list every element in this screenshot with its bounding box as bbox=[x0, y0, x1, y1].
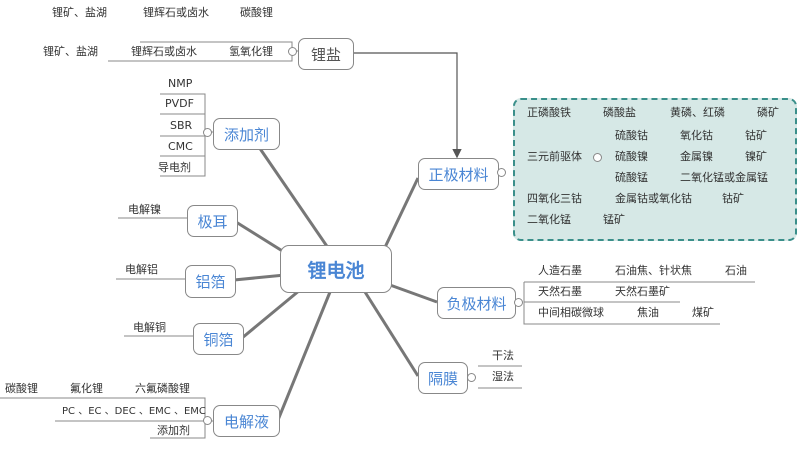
leaf: 人造石墨 bbox=[538, 264, 582, 277]
leaf: 电解铝 bbox=[125, 263, 158, 276]
node-electrolyte[interactable]: 电解液 bbox=[213, 405, 280, 437]
leaf: 导电剂 bbox=[158, 161, 191, 174]
leaf: 湿法 bbox=[492, 370, 514, 383]
leaf: 添加剂 bbox=[157, 424, 190, 437]
collapse-icon[interactable] bbox=[497, 168, 506, 177]
leaf: 二氧化锰或金属锰 bbox=[680, 171, 768, 184]
leaf: 碳酸锂 bbox=[240, 6, 273, 19]
node-tab[interactable]: 极耳 bbox=[187, 205, 238, 237]
leaf: 磷酸盐 bbox=[603, 106, 636, 119]
leaf: 电解镍 bbox=[128, 203, 161, 216]
leaf: SBR bbox=[170, 119, 193, 132]
leaf: PC 、EC 、DEC 、EMC 、EMC bbox=[62, 406, 206, 417]
leaf: CMC bbox=[168, 140, 193, 153]
leaf: 干法 bbox=[492, 349, 514, 362]
leaf: 镍矿 bbox=[745, 150, 767, 163]
leaf: NMP bbox=[168, 77, 193, 90]
collapse-icon[interactable] bbox=[467, 373, 476, 382]
collapse-icon[interactable] bbox=[593, 153, 602, 162]
cathode-highlight-region bbox=[513, 98, 797, 241]
leaf: 钴矿 bbox=[745, 129, 767, 142]
leaf: 石油焦、针状焦 bbox=[615, 264, 692, 277]
leaf: PVDF bbox=[165, 97, 194, 110]
leaf: 黄磷、红磷 bbox=[670, 106, 725, 119]
node-al-foil[interactable]: 铝箔 bbox=[185, 265, 236, 298]
leaf: 锰矿 bbox=[603, 213, 625, 226]
leaf: 二氧化锰 bbox=[527, 213, 571, 226]
leaf: 天然石墨 bbox=[538, 285, 582, 298]
leaf: 硫酸锰 bbox=[615, 171, 648, 184]
node-anode[interactable]: 负极材料 bbox=[437, 287, 516, 319]
leaf: 六氟磷酸锂 bbox=[135, 382, 190, 395]
leaf: 焦油 bbox=[637, 306, 659, 319]
leaf: 正磷酸铁 bbox=[527, 106, 571, 119]
leaf: 电解铜 bbox=[133, 321, 166, 334]
leaf: 氧化钴 bbox=[680, 129, 713, 142]
leaf: 硫酸钴 bbox=[615, 129, 648, 142]
leaf: 硫酸镍 bbox=[615, 150, 648, 163]
leaf: 三元前驱体 bbox=[527, 150, 582, 163]
node-cathode[interactable]: 正极材料 bbox=[418, 158, 499, 190]
collapse-icon[interactable] bbox=[203, 128, 212, 137]
center-node[interactable]: 锂电池 bbox=[280, 245, 392, 293]
leaf: 氟化锂 bbox=[70, 382, 103, 395]
leaf: 金属镍 bbox=[680, 150, 713, 163]
leaf: 碳酸锂 bbox=[5, 382, 38, 395]
leaf: 钴矿 bbox=[722, 192, 744, 205]
node-cu-foil[interactable]: 铜箔 bbox=[193, 323, 244, 355]
collapse-icon[interactable] bbox=[203, 416, 212, 425]
leaf: 锂辉石或卤水 bbox=[131, 45, 197, 58]
leaf: 天然石墨矿 bbox=[615, 285, 670, 298]
node-separator[interactable]: 隔膜 bbox=[418, 362, 468, 394]
leaf: 锂矿、盐湖 bbox=[52, 6, 107, 19]
collapse-icon[interactable] bbox=[514, 298, 523, 307]
node-lithium-salt[interactable]: 锂盐 bbox=[298, 38, 354, 70]
leaf: 煤矿 bbox=[692, 306, 714, 319]
collapse-icon[interactable] bbox=[288, 47, 297, 56]
leaf: 锂辉石或卤水 bbox=[143, 6, 209, 19]
leaf: 四氧化三钴 bbox=[527, 192, 582, 205]
leaf: 锂矿、盐湖 bbox=[43, 45, 98, 58]
leaf: 金属钴或氧化钴 bbox=[615, 192, 692, 205]
leaf: 磷矿 bbox=[757, 106, 779, 119]
leaf: 中间相碳微球 bbox=[538, 306, 604, 319]
node-additive[interactable]: 添加剂 bbox=[213, 118, 280, 150]
leaf: 氢氧化锂 bbox=[229, 45, 273, 58]
leaf: 石油 bbox=[725, 264, 747, 277]
